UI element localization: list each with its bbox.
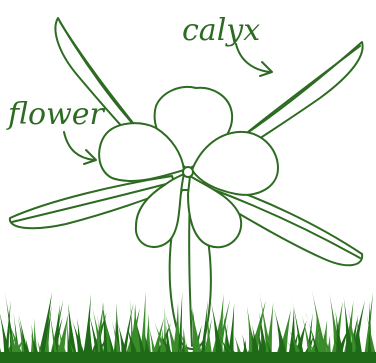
label-calyx: calyx	[182, 13, 260, 48]
label-flower-group: flower	[6, 97, 106, 164]
flower-center	[183, 167, 193, 177]
arrow-calyx-head	[260, 62, 272, 76]
label-flower: flower	[6, 97, 106, 132]
arrow-flower	[64, 132, 94, 160]
calyx-sepals	[10, 18, 363, 349]
grass-base	[0, 352, 376, 363]
arrow-flower-head	[84, 150, 96, 164]
label-calyx-group: calyx	[182, 13, 272, 76]
arrow-calyx	[236, 44, 270, 72]
